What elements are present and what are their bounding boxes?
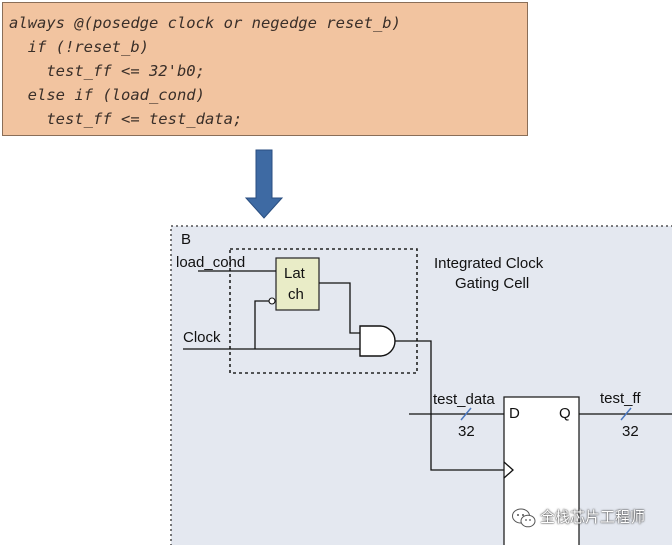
latch-box	[275, 257, 320, 311]
icg-boundary	[229, 248, 418, 374]
wechat-icon	[512, 508, 536, 528]
test-ff-label: test_ff	[600, 390, 641, 407]
code-line-4: else if (load_cond)	[9, 86, 205, 104]
test-data-label: test_data	[433, 391, 495, 408]
icg-title-line2: Gating Cell	[455, 275, 530, 292]
code-line-3: test_ff <= 32'b0;	[9, 62, 205, 80]
watermark-text: 全栈芯片工程师	[540, 509, 646, 526]
code-line-5: test_ff <= test_data;	[9, 110, 243, 128]
bus-width-in: 32	[458, 423, 475, 440]
verilog-code-box: always @(posedge clock or negedge reset_…	[2, 2, 528, 136]
block-label: B	[181, 231, 192, 248]
down-arrow-icon	[244, 149, 284, 219]
bus-width-out: 32	[622, 423, 639, 440]
clock-label: Clock	[183, 329, 221, 346]
block-b-panel	[170, 225, 672, 545]
ff-d-pin: D	[509, 405, 520, 422]
latch-label-line1: Lat	[284, 265, 305, 282]
and-gate	[359, 325, 396, 357]
code-line-1: always @(posedge clock or negedge reset_…	[9, 14, 401, 32]
load-cond-label: load_cond	[176, 254, 246, 271]
icg-title-line1: Integrated Clock	[434, 255, 544, 272]
ff-q-pin: Q	[559, 405, 571, 422]
code-line-2: if (!reset_b)	[9, 38, 149, 56]
latch-label-line2: ch	[288, 286, 304, 303]
